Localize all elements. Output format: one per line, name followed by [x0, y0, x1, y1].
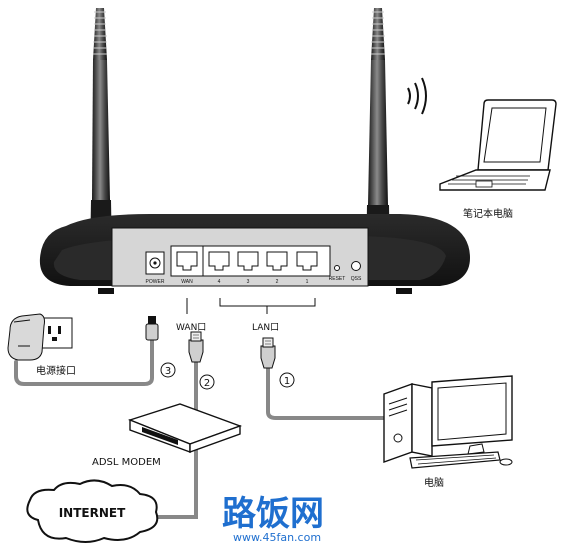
internet-cloud-icon [26, 479, 159, 543]
lan2-port-label: 2 [276, 279, 279, 285]
laptop-icon [439, 99, 557, 191]
pc-label: 电脑 [424, 476, 444, 489]
cables [14, 336, 394, 519]
power-adapter [7, 313, 73, 361]
lan3-port-label: 3 [247, 279, 250, 285]
step-2-badge: 2 [199, 374, 215, 390]
lan-cable [266, 366, 394, 420]
reset-button [334, 265, 340, 271]
lan1-port-label: 1 [306, 279, 309, 285]
adsl-modem-icon [127, 403, 243, 454]
svg-text:2: 2 [204, 378, 210, 389]
laptop-label: 笔记本电脑 [463, 207, 513, 220]
lan-port-caption: LAN口 [252, 323, 279, 333]
watermark-url: www.45fan.com [233, 531, 321, 544]
qss-label: QSS [351, 276, 362, 282]
reset-label: RESET [329, 276, 346, 282]
step-3-badge: 3 [160, 362, 176, 378]
wan-port-label: WAN [181, 279, 193, 285]
power-plug [145, 316, 159, 341]
svg-text:3: 3 [165, 366, 171, 377]
wan-jack [176, 251, 198, 271]
watermark-brand: 路饭网 [222, 494, 324, 534]
modem-internet-cable [156, 446, 198, 519]
svg-text:1: 1 [284, 376, 290, 387]
power-port-label: POWER [146, 279, 165, 285]
router: POWER WAN 4 3 2 1 RESET QSS [39, 214, 470, 294]
modem-label: ADSL MODEM [92, 457, 161, 468]
power-port-caption: 电源接口 [36, 364, 76, 377]
wifi-signal-icon [407, 77, 427, 115]
power-cable [14, 336, 154, 386]
lan4-port-label: 4 [218, 279, 221, 285]
lan-plug [260, 337, 276, 369]
wan-port-caption: WAN口 [176, 323, 206, 333]
wan-plug [188, 331, 204, 363]
desktop-pc-icon [383, 375, 513, 469]
lan-bracket [186, 298, 316, 314]
step-1-badge: 1 [279, 372, 295, 388]
qss-button [351, 261, 361, 271]
internet-label: INTERNET [59, 506, 126, 520]
lan-jacks [208, 251, 318, 271]
